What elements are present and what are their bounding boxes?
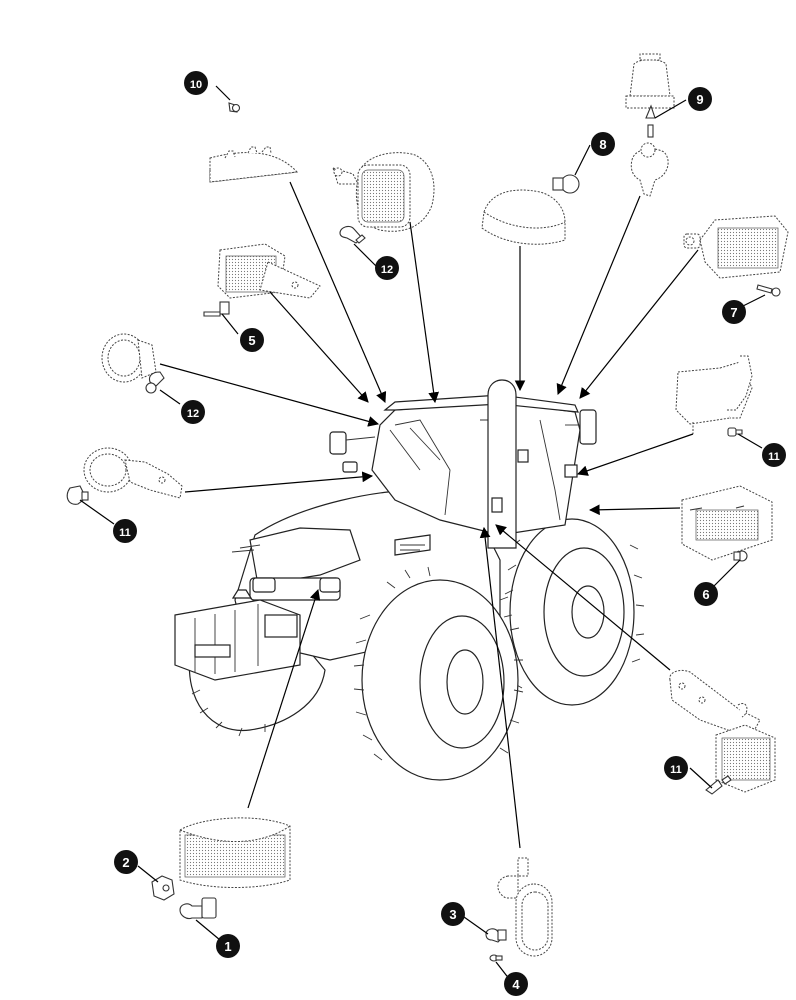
round-light-far-left — [83, 447, 183, 499]
callout-label: 9 — [696, 92, 703, 107]
callout-11-right: 11 — [762, 443, 786, 467]
callout-3: 3 — [441, 902, 465, 926]
side-marker-light — [681, 485, 773, 561]
round-worklight-left — [101, 333, 157, 383]
callout-label: 10 — [190, 79, 202, 91]
roof-worklight — [332, 152, 435, 232]
front-near-wheel — [353, 566, 524, 781]
worklight-left — [217, 243, 321, 299]
rear-bracket-light — [669, 669, 776, 793]
callout-label: 5 — [248, 333, 255, 348]
roof-dome-light — [481, 189, 566, 245]
callout-label: 8 — [599, 137, 606, 152]
beacon-9 — [625, 53, 675, 197]
callout-4: 4 — [504, 972, 528, 996]
callout-11-rear: 11 — [664, 756, 688, 780]
callout-9: 9 — [688, 87, 712, 111]
callout-2: 2 — [114, 850, 138, 874]
callout-8: 8 — [591, 132, 615, 156]
callout-label: 3 — [449, 907, 456, 922]
callout-label: 12 — [381, 264, 393, 276]
bulb-11-rear — [705, 775, 732, 795]
bulb-1 — [179, 897, 217, 920]
callout-label: 11 — [670, 764, 682, 776]
callout-10: 10 — [184, 71, 208, 95]
worklight-right-mid — [675, 355, 753, 434]
bulb-8 — [552, 174, 580, 194]
tractor — [174, 379, 645, 781]
bulb-11-right — [727, 427, 743, 437]
callout-12-left: 12 — [181, 400, 205, 424]
front-headlight — [179, 817, 291, 888]
bulb-7 — [756, 284, 781, 297]
callout-label: 11 — [768, 451, 780, 463]
bulb-4 — [489, 954, 503, 962]
cab — [329, 379, 597, 549]
callout-label: 2 — [122, 855, 129, 870]
callout-label: 4 — [512, 977, 520, 992]
bulb-12-top — [339, 225, 366, 244]
callout-11-left: 11 — [113, 519, 137, 543]
callout-label: 12 — [187, 408, 199, 420]
callout-label: 1 — [224, 939, 231, 954]
bulb-11-left — [66, 485, 89, 505]
callout-12-top: 12 — [375, 256, 399, 280]
roof-marker-light — [209, 146, 299, 183]
bulb-3 — [485, 928, 507, 943]
callout-label: 6 — [702, 587, 709, 602]
callout-label: 7 — [730, 305, 737, 320]
bulb-5 — [203, 301, 230, 317]
bulb-12-left — [145, 371, 165, 394]
callout-5: 5 — [240, 328, 264, 352]
callout-1: 1 — [216, 934, 240, 958]
callout-label: 11 — [119, 527, 131, 539]
leader-lines — [79, 85, 766, 981]
bulb-10 — [228, 102, 241, 113]
callout-6: 6 — [694, 582, 718, 606]
bulb-6 — [733, 550, 748, 562]
rear-wheel — [503, 518, 645, 706]
callout-7: 7 — [722, 300, 746, 324]
worklight-right-top — [683, 215, 789, 279]
step-light — [497, 857, 553, 957]
